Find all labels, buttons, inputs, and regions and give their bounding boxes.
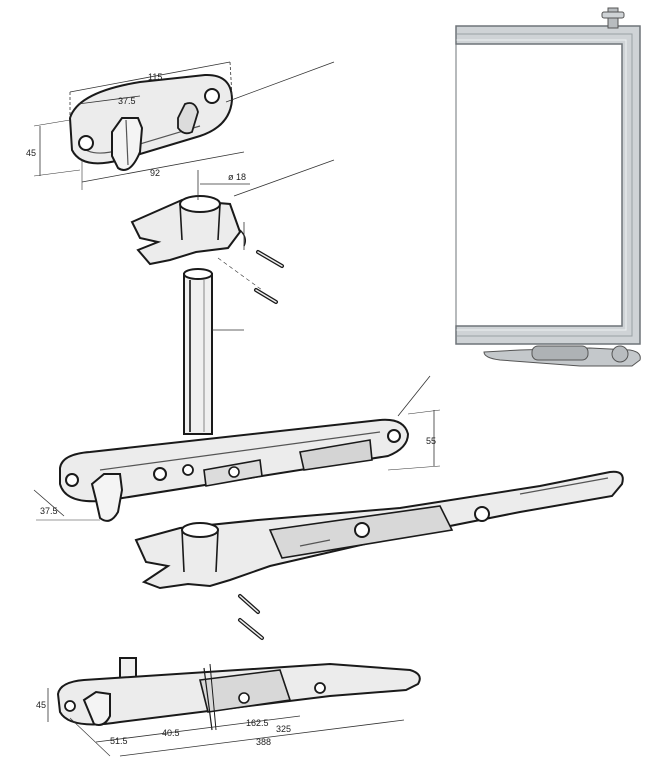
pin-upper-right	[254, 288, 278, 304]
dim-top-height: 45	[26, 148, 36, 158]
dim-bushing-diameter: ø 18	[228, 172, 246, 182]
pin-upper-left	[256, 250, 284, 268]
dim-assembly-d: 325	[276, 724, 291, 734]
top-plate-part	[68, 73, 234, 171]
pin-lower-left	[238, 594, 260, 614]
rod-part	[183, 268, 244, 435]
dim-lever-offset: 37.5	[40, 506, 58, 516]
dim-assembly-b: 40.5	[162, 728, 180, 738]
lever-bar-part	[59, 418, 410, 522]
dim-assembly-height: 45	[36, 700, 46, 710]
forked-bushing-part	[130, 195, 247, 266]
window-frame	[455, 25, 641, 345]
dim-assembly-a: 51.5	[110, 736, 128, 746]
assembled-dimensions: 45 51.5 40.5 162.5 325 388	[36, 688, 405, 757]
pin-lower-right	[238, 618, 264, 640]
latch-body-part	[134, 470, 624, 590]
dim-top-offset: 37.5	[118, 96, 136, 106]
dim-assembly-e: 388	[256, 737, 271, 747]
dim-top-hole-spacing: 92	[150, 168, 160, 178]
top-plate-dimensions: 115 37.5 45 92	[26, 61, 335, 190]
bushing-dimensions: ø 18	[197, 159, 335, 250]
dim-lever-height: 55	[426, 436, 436, 446]
lever-dimensions: 55 37.5	[33, 375, 441, 521]
frame-bottom-handle	[483, 345, 641, 367]
frame-top-fitting	[601, 7, 625, 29]
dim-top-width: 115	[148, 72, 162, 82]
assembled-view-part	[56, 657, 421, 731]
dim-assembly-c: 162.5	[246, 718, 269, 728]
